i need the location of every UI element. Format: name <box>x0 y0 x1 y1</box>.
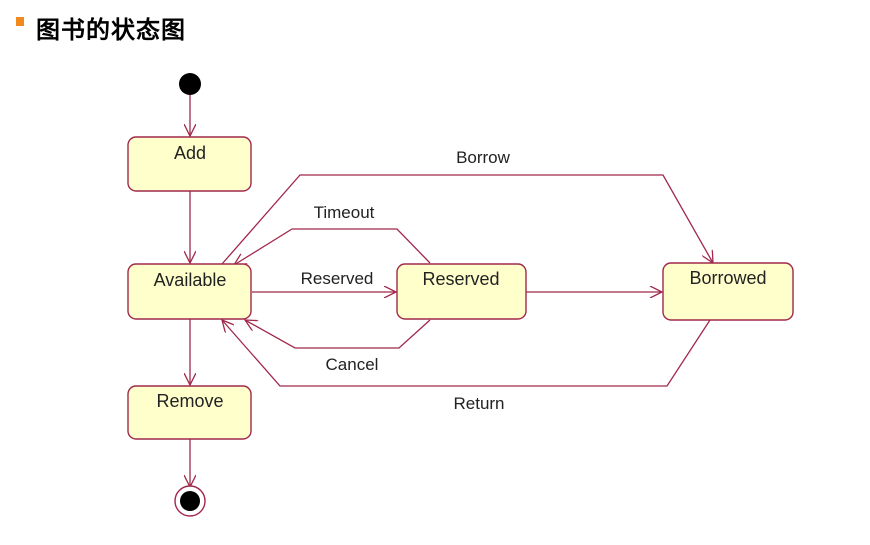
state-reserved: Reserved <box>396 263 527 320</box>
state-label-borrowed: Borrowed <box>689 268 766 288</box>
state-label-add: Add <box>174 143 206 163</box>
state-add: Add <box>127 136 252 192</box>
final-state <box>174 485 206 517</box>
initial-state <box>179 73 201 95</box>
label-cancel: Cancel <box>326 355 379 374</box>
state-label-remove: Remove <box>156 391 223 411</box>
label-reserved: Reserved <box>301 269 374 288</box>
edge-cancel <box>245 320 431 349</box>
edge-timeout <box>234 228 431 265</box>
page-title: 图书的状态图 <box>36 16 186 44</box>
label-borrow: Borrow <box>456 148 511 167</box>
state-borrowed: Borrowed <box>662 262 794 321</box>
state-label-available: Available <box>154 270 227 290</box>
edge-borrow <box>221 174 713 265</box>
state-available: Available <box>127 263 252 320</box>
label-return: Return <box>453 394 504 413</box>
edge-return <box>222 320 711 387</box>
state-remove: Remove <box>127 385 252 440</box>
state-label-reserved: Reserved <box>422 269 499 289</box>
title-bullet <box>16 17 24 26</box>
label-timeout: Timeout <box>314 203 375 222</box>
